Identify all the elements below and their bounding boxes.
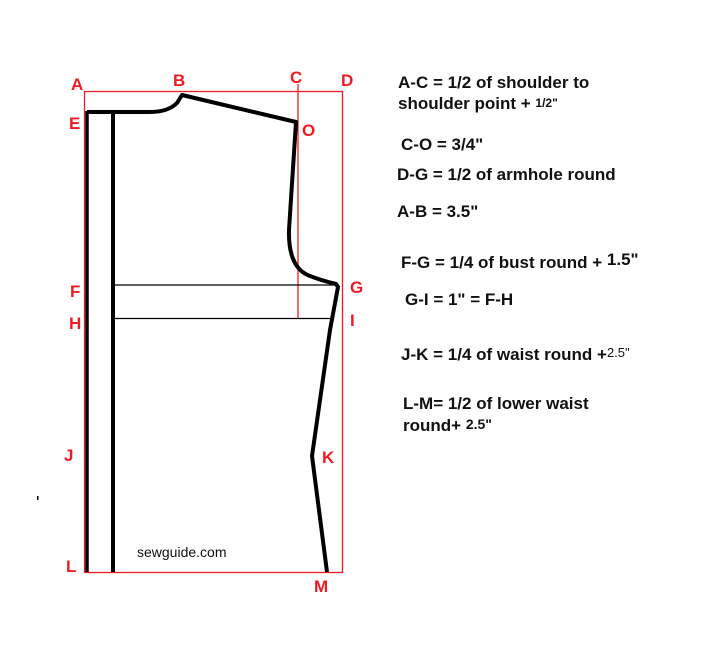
note-text: J-K = 1/4 of waist round + bbox=[401, 345, 607, 364]
point-label-e: E bbox=[69, 114, 81, 133]
point-label-o: O bbox=[302, 121, 316, 140]
note-j-k: J-K = 1/4 of waist round +2.5" bbox=[401, 342, 630, 365]
note-suffix: 1/2" bbox=[535, 96, 558, 110]
point-label-c: C bbox=[290, 68, 303, 87]
bodice-outline bbox=[87, 93, 340, 573]
note-line2: shoulder point + 1/2" bbox=[398, 93, 589, 114]
note-text: F-G = 1/4 of bust round + bbox=[401, 253, 607, 272]
point-label-d: D bbox=[341, 71, 354, 90]
note-a-c: A-C = 1/2 of shoulder to shoulder point … bbox=[398, 72, 589, 114]
point-label-f: F bbox=[70, 282, 81, 301]
note-c-o: C-O = 3/4" bbox=[401, 135, 484, 154]
point-label-l: L bbox=[66, 557, 77, 576]
note-suffix: 1.5" bbox=[606, 250, 639, 269]
note-text: A-C = 1/2 of shoulder to bbox=[398, 73, 590, 92]
note-l-m: L-M= 1/2 of lower waist round+ 2.5" bbox=[403, 393, 589, 436]
note-text: L-M= 1/2 of lower waist bbox=[403, 394, 589, 413]
point-label-h: H bbox=[69, 314, 82, 333]
note-suffix: 2.5" bbox=[606, 345, 630, 360]
note-d-g: D-G = 1/2 of armhole round bbox=[397, 165, 616, 184]
stray-mark bbox=[37, 496, 39, 500]
note-text: shoulder point + bbox=[398, 94, 536, 113]
note-a-b: A-B = 3.5" bbox=[397, 202, 479, 221]
point-label-m: M bbox=[314, 577, 329, 596]
note-suffix: 2.5" bbox=[465, 416, 492, 432]
watermark: sewguide.com bbox=[137, 544, 227, 560]
point-label-a: A bbox=[71, 75, 84, 94]
note-text: round+ bbox=[403, 416, 466, 435]
point-label-j: J bbox=[64, 446, 74, 465]
point-label-k: K bbox=[322, 448, 335, 467]
note-g-i: G-I = 1" = F-H bbox=[405, 290, 514, 309]
frame-rectangle bbox=[83, 90, 344, 574]
note-f-g: F-G = 1/4 of bust round + 1.5" bbox=[401, 249, 639, 273]
note-line2: round+ 2.5" bbox=[403, 414, 589, 436]
point-label-b: B bbox=[173, 71, 186, 90]
point-label-g: G bbox=[350, 278, 364, 297]
point-label-i: I bbox=[350, 311, 355, 330]
